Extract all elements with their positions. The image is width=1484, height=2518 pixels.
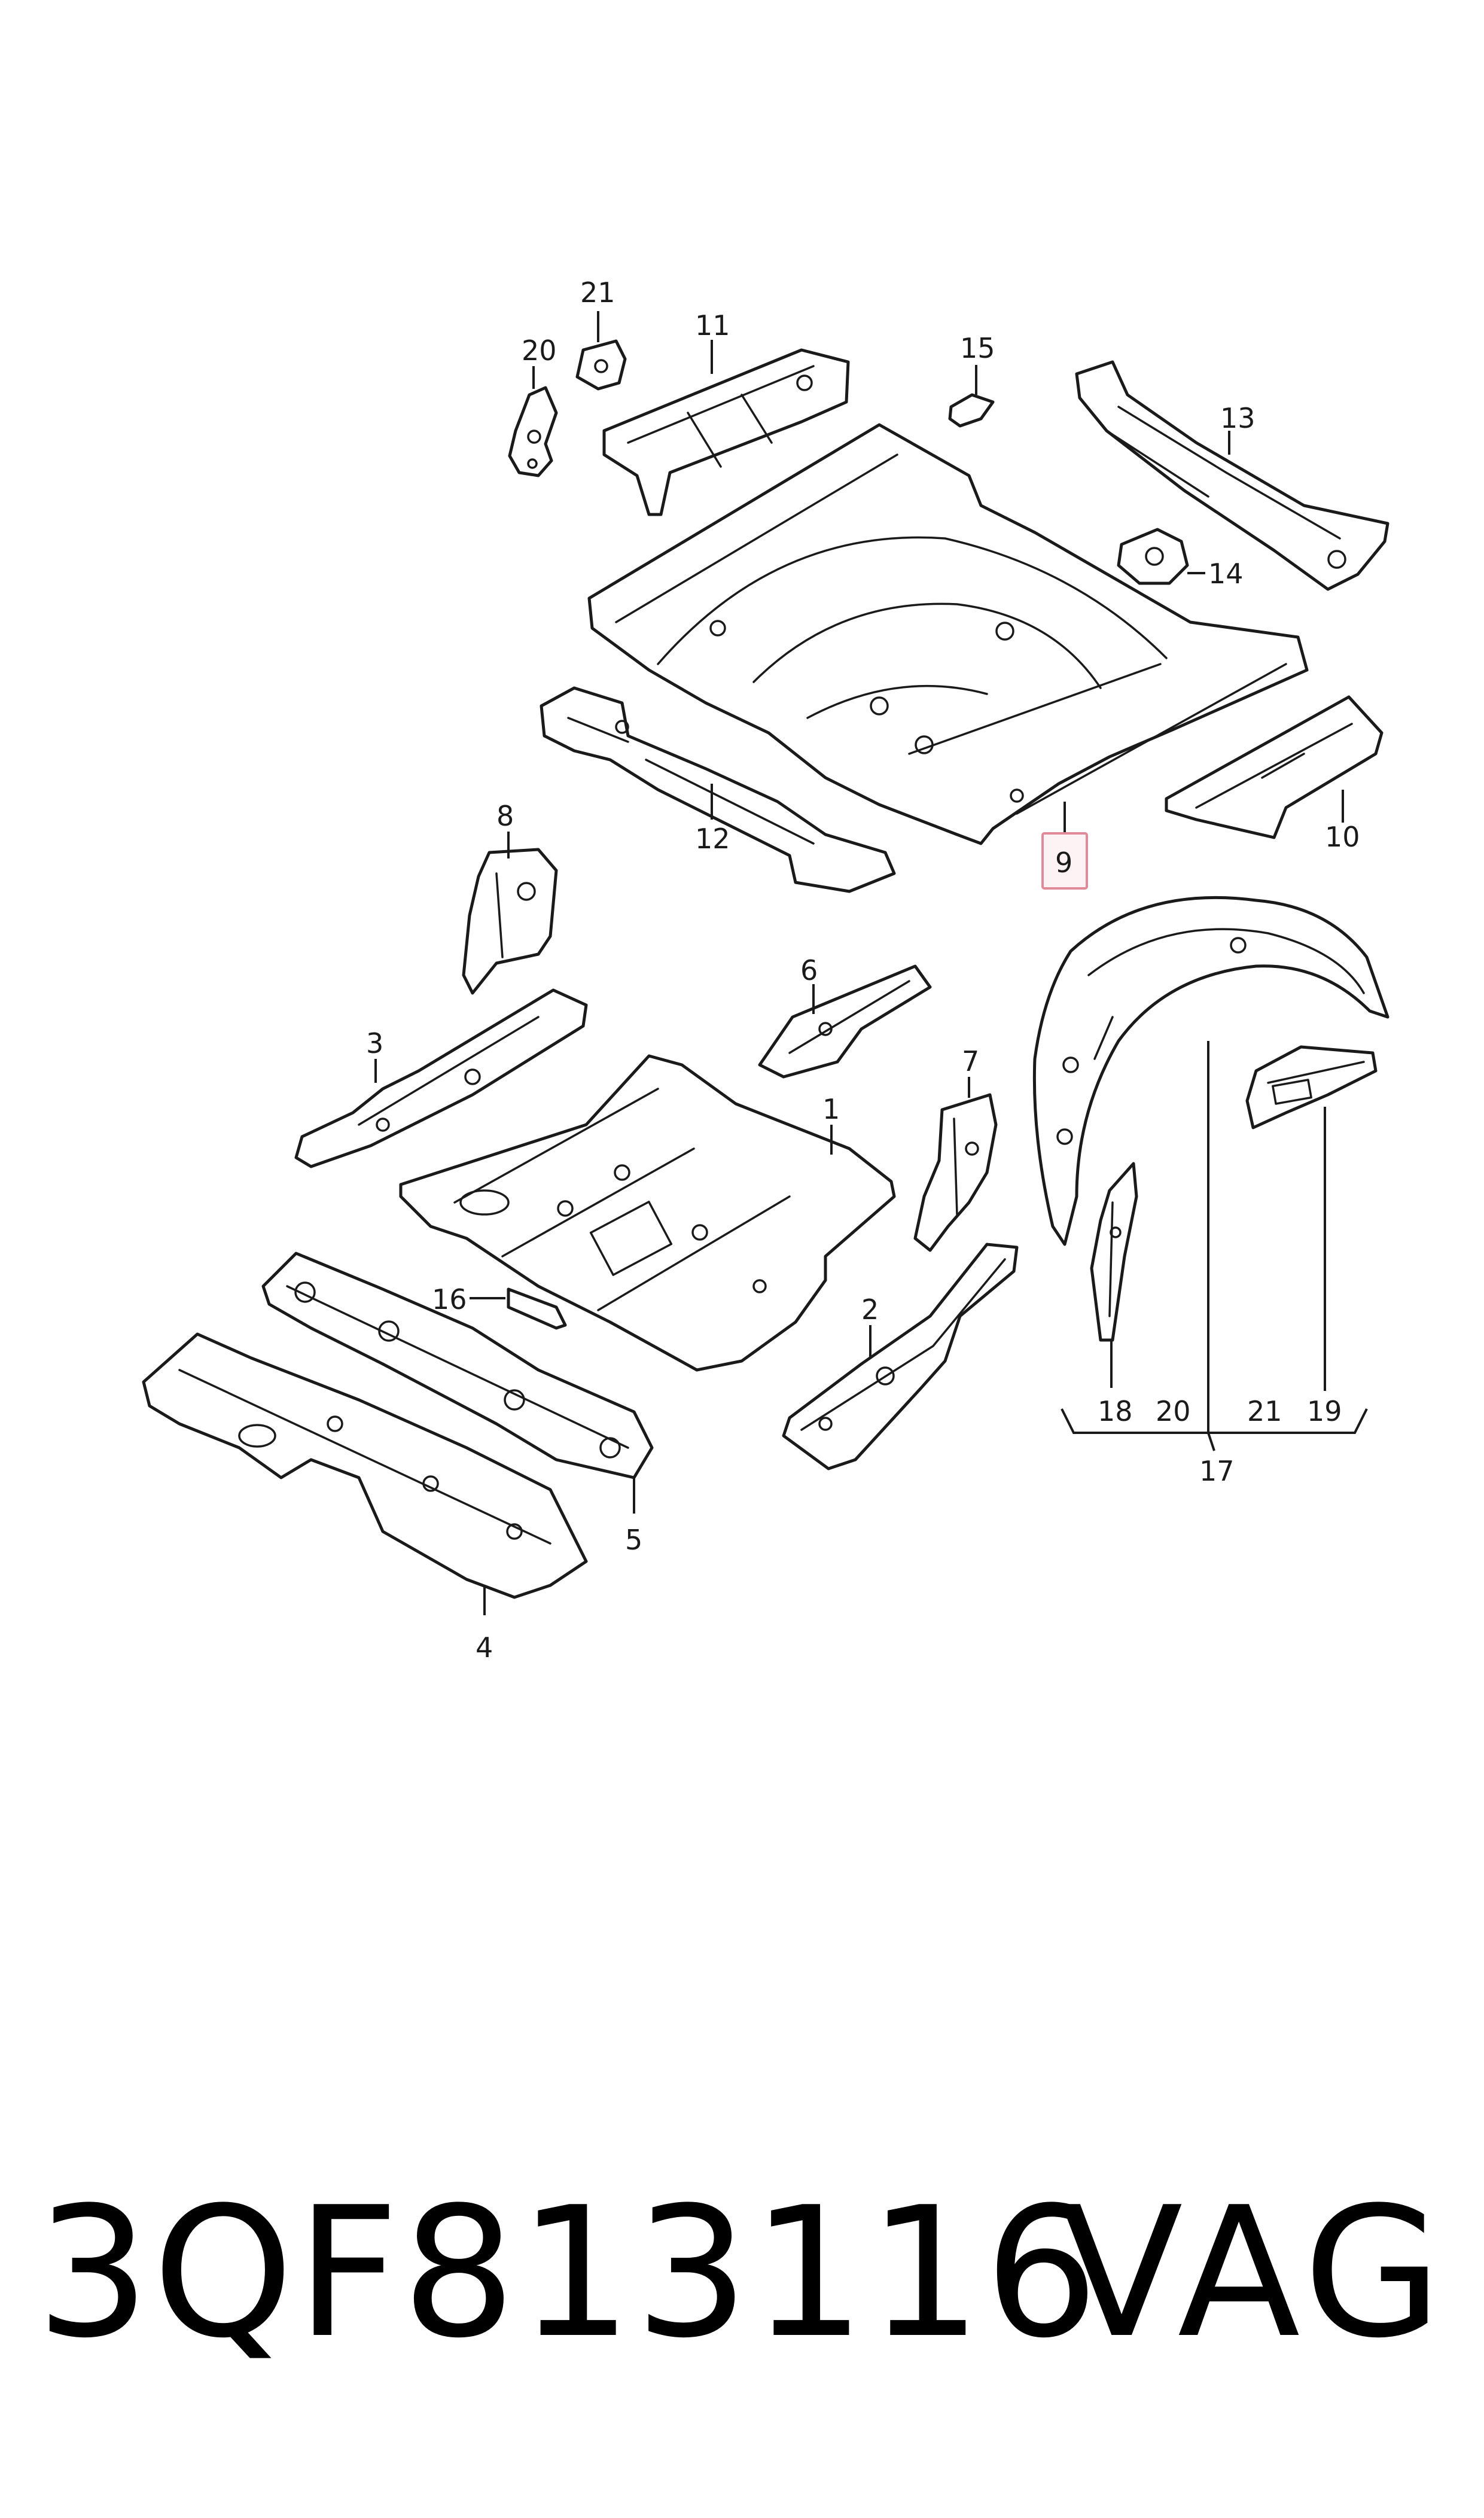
part-10-side-panel [1165, 695, 1384, 839]
group-bracket-17 [1061, 1408, 1368, 1451]
callout-10: 10 [1325, 821, 1360, 853]
callout-17: 17 [1199, 1455, 1235, 1487]
callout-20-group: 20 [1156, 1395, 1191, 1427]
callout-21-group: 21 [1247, 1395, 1282, 1427]
callout-11: 11 [695, 309, 730, 342]
part-12-long-bracket [540, 686, 896, 893]
callout-15: 15 [960, 332, 995, 364]
part-6-small-rail [758, 964, 932, 1079]
part-5-tunnel-member [261, 1252, 654, 1479]
part-17-wheel-housing [1032, 896, 1389, 1246]
part-1-front-floor-pan [399, 1054, 896, 1372]
callout-21: 21 [580, 276, 615, 309]
callout-16: 16 [432, 1283, 467, 1316]
callout-19: 19 [1307, 1395, 1342, 1427]
part-4-front-crossmember [142, 1332, 588, 1599]
callout-2: 2 [861, 1293, 879, 1326]
part-3-side-rail [294, 988, 588, 1168]
callout-9: 9 [1055, 847, 1072, 879]
part-13-rear-crossmember [1075, 360, 1389, 591]
callout-5: 5 [625, 1524, 642, 1556]
part-16-strip [507, 1287, 567, 1330]
brand-label: VAG [1060, 2169, 1448, 2377]
callout-1: 1 [822, 1093, 840, 1125]
part-14-bracket [1117, 528, 1189, 585]
part-20-bracket [508, 386, 558, 477]
callout-13: 13 [1220, 402, 1256, 434]
callout-6: 6 [800, 954, 818, 987]
callout-18: 18 [1098, 1395, 1133, 1427]
part-18-narrow-bracket [1090, 1162, 1138, 1342]
callout-8: 8 [496, 800, 514, 832]
part-8-vertical-bracket [462, 848, 558, 995]
part-2-rear-rail [782, 1243, 1019, 1470]
part-number-label: 3QF813116 [36, 2169, 1101, 2377]
part-11-bracket [602, 348, 850, 516]
part-19-bracket [1245, 1045, 1378, 1129]
part-15-clip [948, 393, 995, 428]
callout-4: 4 [476, 1631, 493, 1664]
highlight-box-9 [1041, 832, 1088, 890]
part-7-vertical-bracket [913, 1093, 998, 1252]
part-9-rear-floor-pan [587, 423, 1309, 845]
callout-20: 20 [522, 334, 557, 367]
callout-3: 3 [366, 1027, 383, 1059]
callout-7: 7 [962, 1045, 979, 1077]
callout-12: 12 [695, 823, 730, 855]
callout-14: 14 [1208, 558, 1244, 590]
part-21-clip [575, 339, 627, 391]
